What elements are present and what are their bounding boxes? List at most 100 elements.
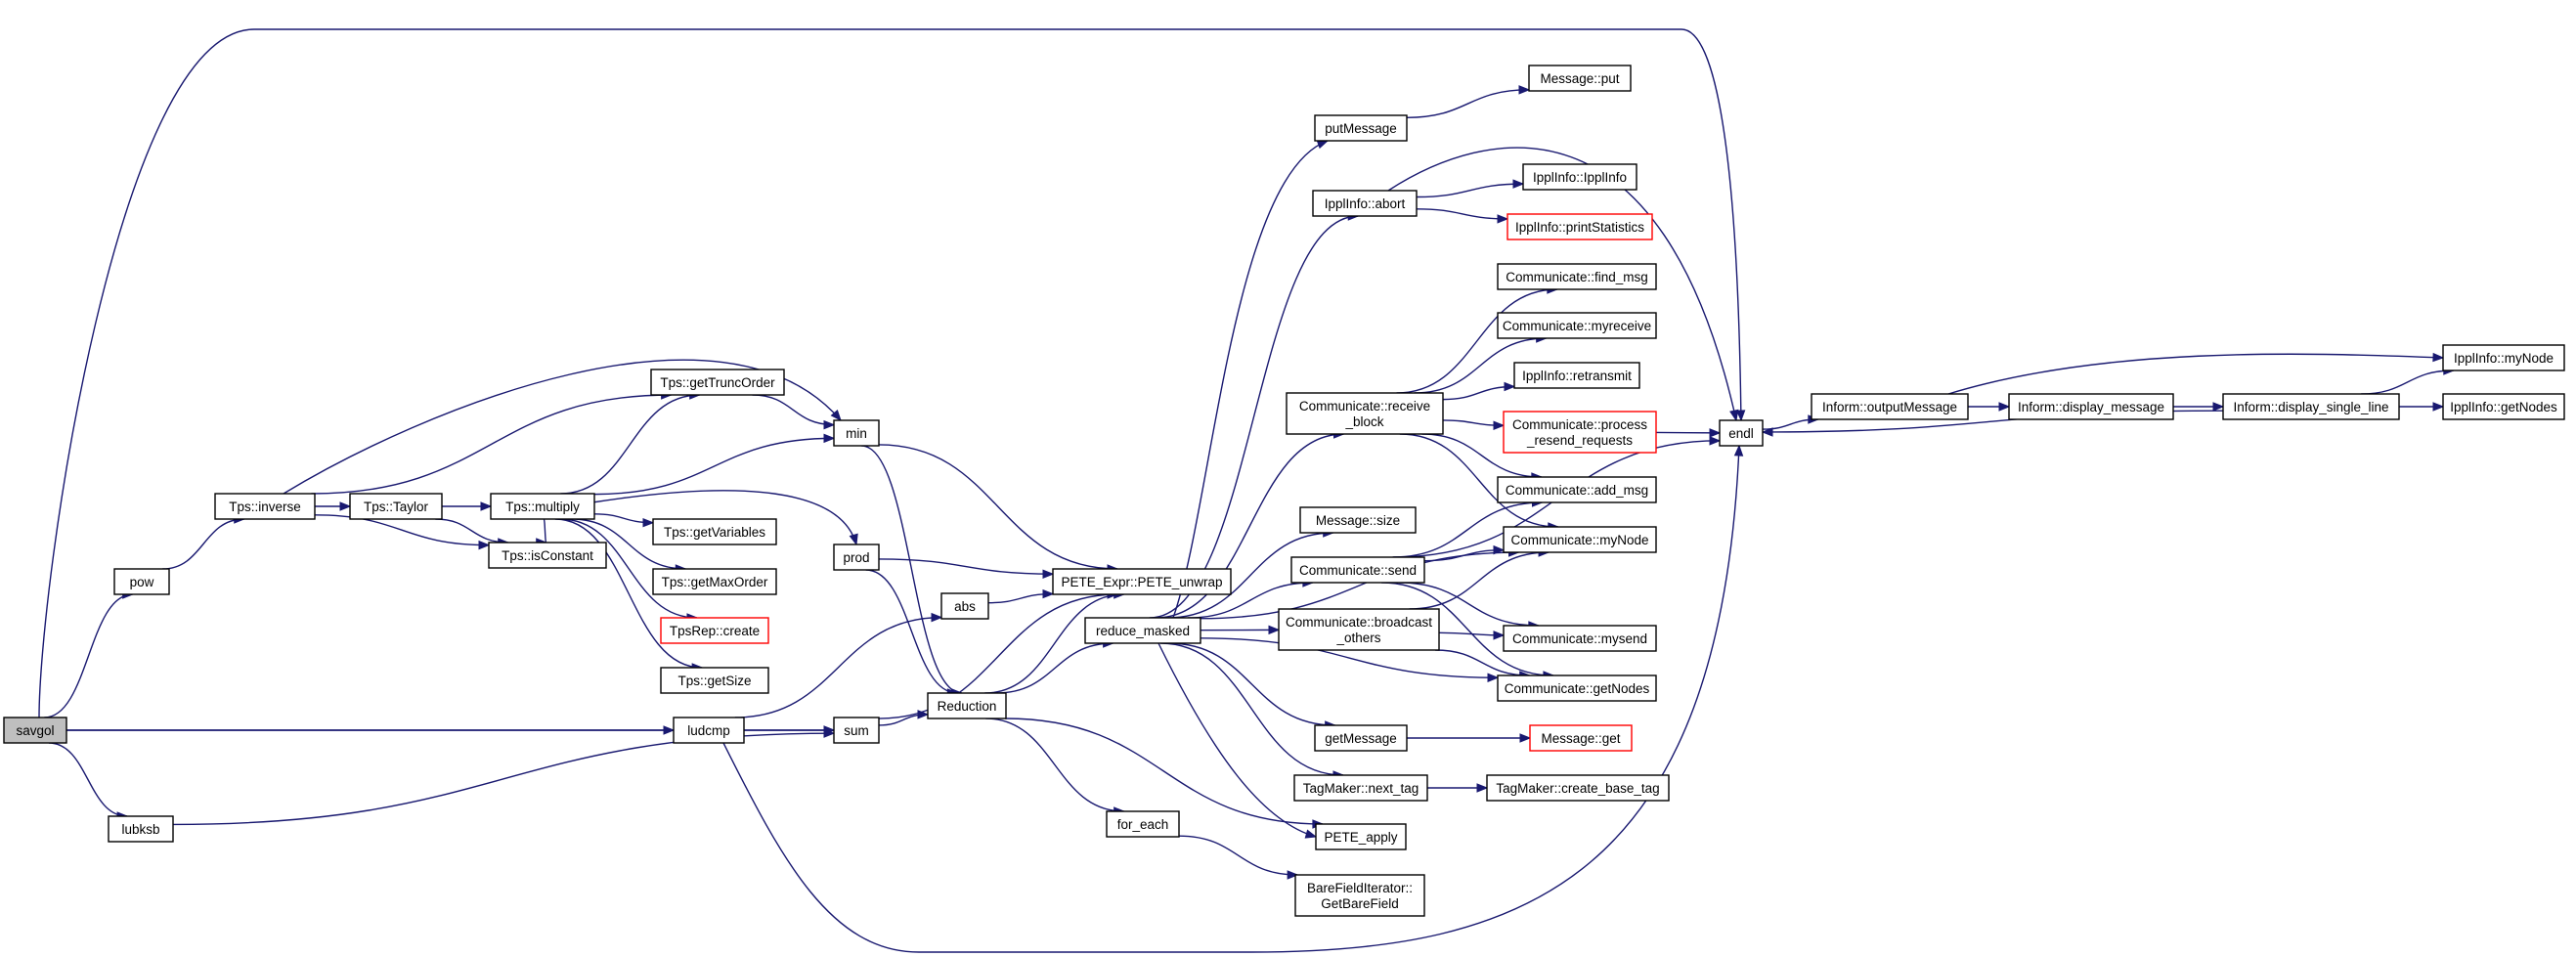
node-barefield[interactable]: BareFieldIterator::GetBareField xyxy=(1294,874,1425,917)
node-box xyxy=(1290,556,1425,584)
node-comm-findmsg[interactable]: Communicate::find_msg xyxy=(1497,263,1657,290)
node-tpsrep-create[interactable]: TpsRep::create xyxy=(660,617,769,644)
edge-comm_receive_block-to-ippl_retransmit xyxy=(1442,385,1515,401)
node-putmessage[interactable]: putMessage xyxy=(1314,114,1408,142)
node-label: min xyxy=(846,426,867,441)
edge-tps_multiply-to-tps_getsize xyxy=(554,518,703,669)
node-sum[interactable]: sum xyxy=(833,717,880,744)
edge-arrowhead xyxy=(1316,140,1330,150)
node-ippl-ipplinfo[interactable]: IpplInfo::IpplInfo xyxy=(1522,163,1637,191)
node-savgol[interactable]: savgol xyxy=(3,717,67,744)
node-label: Message::put xyxy=(1540,71,1619,86)
node-tps-getmaxorder[interactable]: Tps::getMaxOrder xyxy=(652,568,777,595)
edge-reduction-to-for_each xyxy=(985,718,1124,812)
node-message-size[interactable]: Message::size xyxy=(1299,506,1417,534)
node-tps-getsize[interactable]: Tps::getSize xyxy=(660,667,769,694)
node-message-put[interactable]: Message::put xyxy=(1528,65,1632,92)
edge-ippl_abort-to-ippl_printstats xyxy=(1416,208,1508,220)
node-comm-mysend[interactable]: Communicate::mysend xyxy=(1503,625,1657,652)
node-inform-output[interactable]: Inform::outputMessage xyxy=(1811,393,1969,420)
edge-comm_receive_block-to-comm_addmsg xyxy=(1421,433,1542,478)
node-endl[interactable]: endl xyxy=(1719,419,1764,447)
node-label: Communicate::myNode xyxy=(1510,533,1648,547)
node-comm-mynode[interactable]: Communicate::myNode xyxy=(1503,526,1657,553)
edge-comm_receive_block-to-comm_myreceive xyxy=(1414,337,1547,394)
node-tagmaker-next[interactable]: TagMaker::next_tag xyxy=(1293,774,1428,802)
node-box xyxy=(1314,114,1408,142)
node-box xyxy=(1719,419,1764,447)
node-min[interactable]: min xyxy=(833,419,880,447)
node-box xyxy=(488,542,607,569)
edge-arrowhead xyxy=(1519,733,1532,743)
node-comm-send[interactable]: Communicate::send xyxy=(1290,556,1425,584)
node-tps-getvariables[interactable]: Tps::getVariables xyxy=(652,518,777,545)
edge-tps_multiply-to-tps_gettrunc xyxy=(560,394,700,495)
edge-arrowhead xyxy=(1709,428,1722,438)
node-comm-broadcast[interactable]: Communicate::broadcast_others xyxy=(1278,608,1440,651)
edge-arrowhead xyxy=(480,501,493,511)
node-tagmaker-create[interactable]: TagMaker::create_base_tag xyxy=(1486,774,1670,802)
node-reduction[interactable]: Reduction xyxy=(927,692,1007,719)
node-tps-gettrunc[interactable]: Tps::getTruncOrder xyxy=(650,369,785,396)
node-comm-process-resend[interactable]: Communicate::process_resend_requests xyxy=(1503,411,1657,454)
node-label: Tps::Taylor xyxy=(364,500,429,514)
node-pow[interactable]: pow xyxy=(113,568,170,595)
node-reduce-masked[interactable]: reduce_masked xyxy=(1084,617,1201,644)
edge-comm_receive_block-to-comm_findmsg xyxy=(1396,288,1557,394)
node-message-get[interactable]: Message::get xyxy=(1529,724,1633,752)
edge-for_each-to-barefield xyxy=(1178,835,1298,876)
edge-comm_send-to-comm_mysend xyxy=(1399,582,1539,627)
node-label: IpplInfo::printStatistics xyxy=(1515,220,1644,235)
node-comm-receive-block[interactable]: Communicate::receive_block xyxy=(1286,392,1444,435)
node-pete-unwrap[interactable]: PETE_Expr::PETE_unwrap xyxy=(1052,568,1232,595)
node-ippl-abort[interactable]: IpplInfo::abort xyxy=(1312,190,1418,217)
node-tps-taylor[interactable]: Tps::Taylor xyxy=(349,493,443,520)
node-label: Message::size xyxy=(1316,513,1400,528)
node-label: IpplInfo::abort xyxy=(1325,196,1406,211)
node-box xyxy=(2442,344,2565,371)
node-tps-multiply[interactable]: Tps::multiply xyxy=(490,493,595,520)
node-abs[interactable]: abs xyxy=(940,592,989,620)
node-box xyxy=(1312,190,1418,217)
node-label: Communicate::mysend xyxy=(1512,631,1647,646)
edge-tps_multiply-to-tps_getmaxorder xyxy=(571,518,686,570)
node-label: Communicate::process xyxy=(1512,417,1647,432)
node-box xyxy=(660,617,769,644)
node-box xyxy=(1314,724,1408,752)
node-prod[interactable]: prod xyxy=(833,544,880,571)
edge-inform_output-to-ippl_mynode xyxy=(1947,353,2444,395)
edge-reduce_masked-to-comm_receive_block xyxy=(1156,433,1344,619)
edge-arrowhead xyxy=(1493,420,1506,431)
node-box xyxy=(1294,874,1425,917)
node-label: Communicate::send xyxy=(1299,563,1417,578)
edge-savgol-to-lubksb xyxy=(48,742,128,817)
node-comm-getnodes[interactable]: Communicate::getNodes xyxy=(1497,674,1657,702)
node-ludcmp[interactable]: ludcmp xyxy=(673,717,745,744)
node-ippl-printstats[interactable]: IpplInfo::printStatistics xyxy=(1506,213,1653,240)
node-inform-display[interactable]: Inform::display_message xyxy=(2008,393,2174,420)
node-box xyxy=(673,717,745,744)
edge-comm_send-to-comm_addmsg xyxy=(1392,501,1543,558)
node-comm-addmsg[interactable]: Communicate::add_msg xyxy=(1497,476,1657,503)
node-ippl-retransmit[interactable]: IpplInfo::retransmit xyxy=(1513,362,1640,389)
node-box xyxy=(1497,263,1657,290)
node-for-each[interactable]: for_each xyxy=(1106,810,1180,838)
node-box xyxy=(113,568,170,595)
node-tps-isconstant[interactable]: Tps::isConstant xyxy=(488,542,607,569)
node-inform-single[interactable]: Inform::display_single_line xyxy=(2222,393,2400,420)
node-ippl-mynode[interactable]: IpplInfo::myNode xyxy=(2442,344,2565,371)
node-comm-myreceive[interactable]: Communicate::myreceive xyxy=(1497,312,1657,339)
call-edges xyxy=(38,28,2456,953)
node-pete-apply[interactable]: PETE_apply xyxy=(1315,823,1407,850)
node-getmessage[interactable]: getMessage xyxy=(1314,724,1408,752)
node-lubksb[interactable]: lubksb xyxy=(108,815,174,843)
node-box xyxy=(214,493,316,520)
node-label: ludcmp xyxy=(687,723,730,738)
node-box xyxy=(108,815,174,843)
node-ippl-getnodes[interactable]: IpplInfo::getNodes xyxy=(2442,393,2565,420)
node-tps-inverse[interactable]: Tps::inverse xyxy=(214,493,316,520)
edge-arrowhead xyxy=(642,517,655,528)
node-box xyxy=(2222,393,2400,420)
edge-savgol-to-endl xyxy=(38,28,1742,718)
edge-arrowhead xyxy=(1512,179,1525,189)
